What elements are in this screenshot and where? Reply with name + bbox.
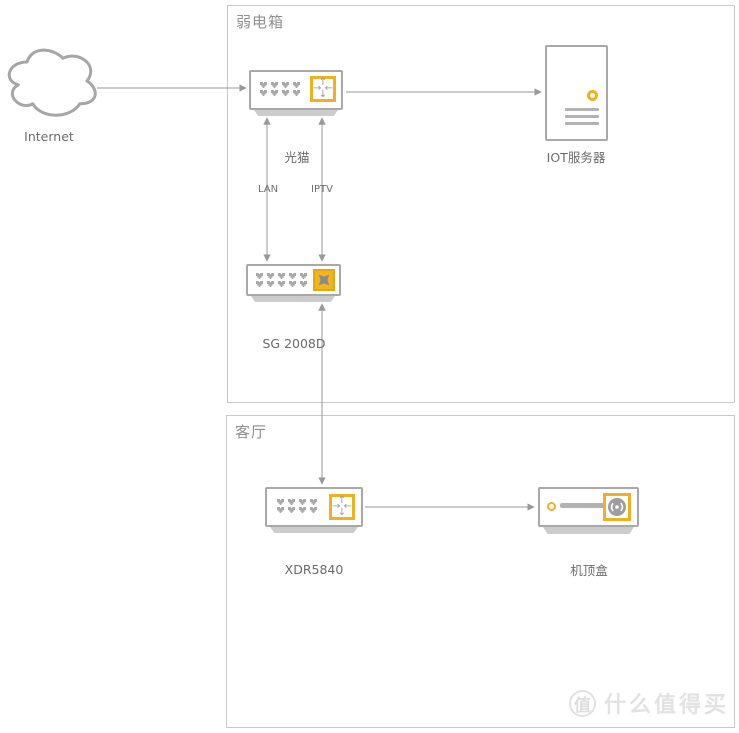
stb-label: 机顶盒	[570, 563, 608, 578]
vent-line-icon	[565, 108, 599, 111]
modem-base	[254, 110, 338, 116]
stb-base	[543, 527, 634, 534]
port-icon	[310, 507, 317, 513]
ethernet-ports	[258, 81, 304, 97]
watermark-badge-icon: 值	[569, 689, 596, 717]
edge-label-lan: LAN	[257, 184, 279, 195]
port-icon	[277, 507, 284, 513]
port-icon	[300, 281, 307, 287]
internet-cloud-node	[3, 43, 99, 123]
iot-server-device	[545, 45, 608, 141]
crossed-arrows-switch-icon	[313, 269, 335, 291]
switch-label: SG 2008D	[262, 336, 326, 351]
port-icon	[300, 273, 307, 279]
port-icon	[293, 90, 300, 96]
port-icon	[260, 90, 267, 96]
iot-server-label: IOT服务器	[546, 150, 606, 165]
port-icon	[278, 281, 285, 287]
watermark: 值 什么值得买	[569, 687, 729, 719]
internet-label: Internet	[24, 129, 74, 144]
router-base	[270, 527, 358, 533]
zone-living-room: 客厅	[226, 415, 735, 728]
port-icon	[293, 82, 300, 88]
port-icon	[260, 82, 267, 88]
optical-modem-device: ↑↓→←	[249, 70, 343, 110]
port-icon	[288, 507, 295, 513]
port-icon	[277, 499, 284, 505]
zone-weak-current-box: 弱电箱	[227, 5, 735, 403]
port-icon	[256, 273, 263, 279]
router-device: ↑↓→←	[265, 487, 363, 527]
port-icon	[289, 273, 296, 279]
disc-slot-bar	[560, 503, 604, 508]
wan-crosshair-icon: ↑↓→←	[310, 76, 336, 102]
port-icon	[282, 82, 289, 88]
vent-line-icon	[565, 122, 599, 125]
vent-line-icon	[565, 115, 599, 118]
port-icon	[299, 499, 306, 505]
port-icon	[289, 281, 296, 287]
port-icon	[271, 82, 278, 88]
set-top-box-device	[538, 487, 639, 527]
modem-label: 光猫	[284, 150, 310, 165]
zone-weak-current-label: 弱电箱	[236, 13, 285, 31]
router-label: XDR5840	[284, 562, 344, 577]
port-icon	[267, 281, 274, 287]
watermark-text: 什么值得买	[604, 693, 730, 718]
ethernet-ports	[254, 272, 310, 288]
led-ring-icon	[547, 502, 556, 511]
port-icon	[310, 499, 317, 505]
cloud-icon	[7, 48, 97, 117]
edge-label-iptv: IPTV	[311, 184, 333, 195]
port-icon	[278, 273, 285, 279]
port-icon	[288, 499, 295, 505]
wan-crosshair-icon: ↑↓→←	[329, 494, 355, 520]
speaker-icon	[603, 493, 631, 521]
port-icon	[282, 90, 289, 96]
port-icon	[267, 273, 274, 279]
port-icon	[256, 281, 263, 287]
switch-base	[251, 296, 335, 302]
zone-living-room-label: 客厅	[235, 423, 268, 441]
led-ring-icon	[587, 90, 598, 101]
switch-device	[246, 264, 341, 296]
port-icon	[271, 90, 278, 96]
port-icon	[299, 507, 306, 513]
ethernet-ports	[275, 498, 321, 514]
